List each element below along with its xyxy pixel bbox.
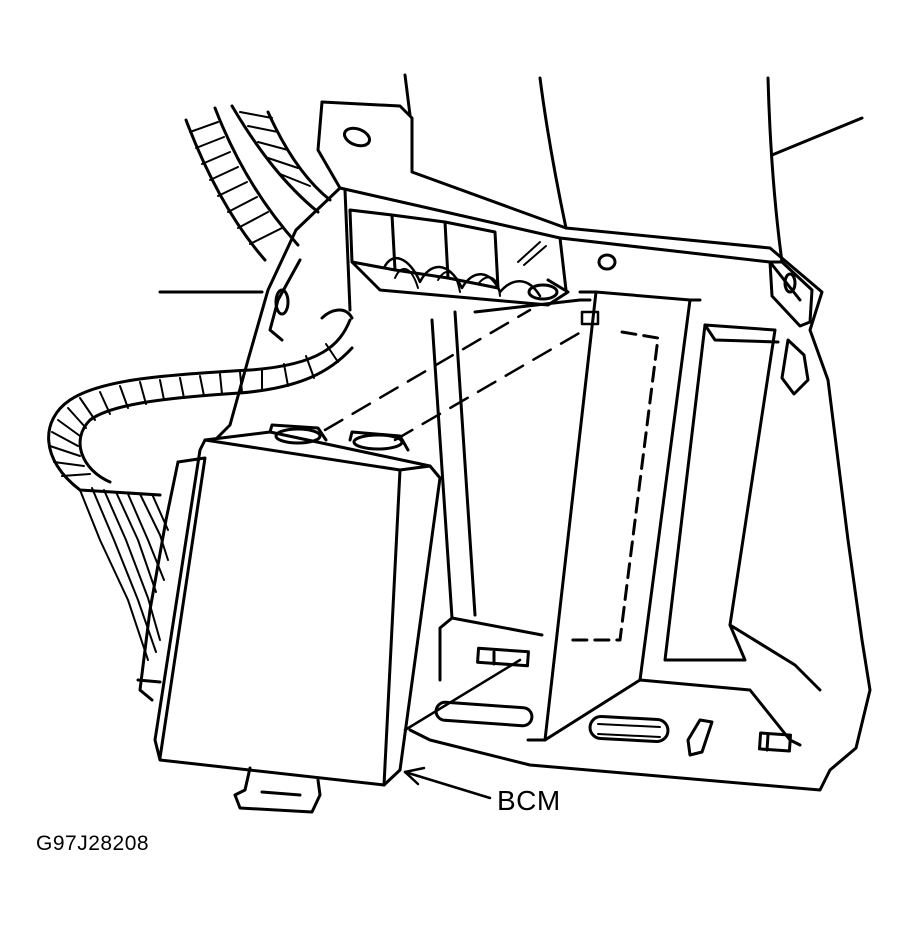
wire-harness (47, 104, 354, 661)
bcm-callout-leader (403, 658, 522, 800)
alignment-guide-lines (323, 308, 600, 442)
upper-connector-block (348, 208, 570, 307)
bcm-module (136, 423, 442, 814)
mounting-bracket (208, 100, 872, 792)
figure-code: G97J28208 (36, 832, 150, 855)
bcm-callout-label: BCM (497, 785, 561, 816)
background-structure-lines (403, 73, 864, 264)
